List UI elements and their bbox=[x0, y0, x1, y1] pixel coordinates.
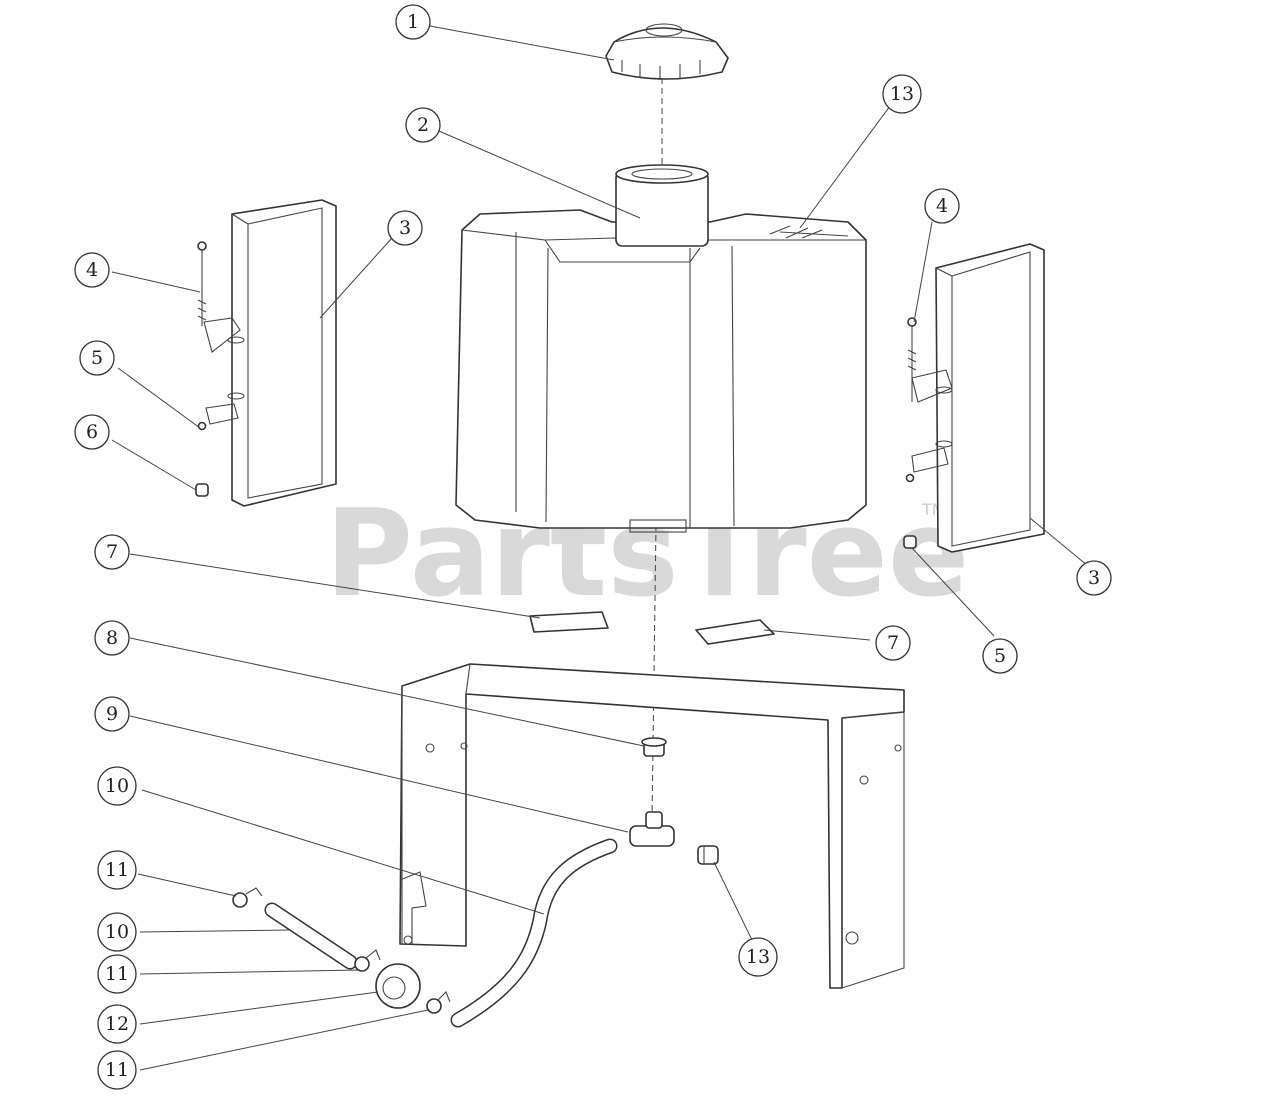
svg-text:11: 11 bbox=[105, 859, 129, 881]
tank-pad-left bbox=[529, 611, 609, 633]
callout-4-right: 4 bbox=[924, 188, 960, 224]
fuel-cap bbox=[605, 23, 729, 80]
tank-pad-right bbox=[695, 619, 775, 645]
callout-8: 8 bbox=[94, 620, 130, 656]
svg-text:6: 6 bbox=[86, 421, 98, 443]
svg-text:4: 4 bbox=[936, 195, 948, 217]
callout-10-lower: 10 bbox=[97, 912, 137, 952]
callout-11-a: 11 bbox=[97, 850, 137, 890]
svg-text:9: 9 bbox=[106, 703, 118, 725]
callout-5-left: 5 bbox=[79, 340, 115, 376]
lock-washer-left bbox=[197, 421, 207, 431]
callout-13-top: 13 bbox=[882, 74, 922, 114]
grommet bbox=[641, 737, 667, 757]
svg-text:13: 13 bbox=[890, 83, 914, 105]
leader-lines bbox=[111, 25, 1089, 1071]
nut-left bbox=[195, 483, 209, 497]
svg-text:10: 10 bbox=[105, 775, 129, 797]
fuel-line-short bbox=[264, 902, 358, 970]
callout-9: 9 bbox=[94, 696, 130, 732]
hose-clamp-3 bbox=[426, 991, 451, 1014]
fuel-filter bbox=[375, 963, 421, 1009]
svg-text:2: 2 bbox=[417, 114, 429, 136]
lock-washer-right bbox=[905, 473, 915, 483]
shut-off-valve bbox=[629, 811, 675, 847]
tank-shield-right bbox=[911, 243, 1045, 553]
callout-2: 2 bbox=[405, 107, 441, 143]
svg-text:11: 11 bbox=[105, 963, 129, 985]
fuel-line-main bbox=[450, 838, 618, 1028]
callout-13-bottom: 13 bbox=[738, 937, 778, 977]
svg-text:7: 7 bbox=[887, 632, 899, 654]
svg-text:7: 7 bbox=[106, 541, 118, 563]
svg-text:12: 12 bbox=[105, 1013, 129, 1035]
callout-7-right: 7 bbox=[875, 625, 911, 661]
hose-clamp-2 bbox=[354, 949, 381, 972]
nut-right bbox=[903, 535, 917, 549]
callout-11-c: 11 bbox=[97, 1050, 137, 1090]
screw-left bbox=[197, 241, 207, 326]
callout-3-right: 3 bbox=[1076, 560, 1112, 596]
svg-text:1: 1 bbox=[407, 11, 419, 33]
callout-10-upper: 10 bbox=[97, 766, 137, 806]
svg-text:3: 3 bbox=[1088, 567, 1100, 589]
callout-12: 12 bbox=[97, 1004, 137, 1044]
svg-text:5: 5 bbox=[994, 645, 1006, 667]
fuel-tank bbox=[455, 164, 867, 533]
callout-1: 1 bbox=[395, 4, 431, 40]
svg-text:13: 13 bbox=[746, 946, 770, 968]
plug bbox=[697, 845, 719, 865]
callout-3-left: 3 bbox=[387, 210, 423, 246]
callout-5-right: 5 bbox=[982, 638, 1018, 674]
tank-shield-left bbox=[203, 199, 337, 507]
callout-4-left: 4 bbox=[74, 252, 110, 288]
svg-text:8: 8 bbox=[106, 627, 118, 649]
svg-text:11: 11 bbox=[105, 1059, 129, 1081]
drain-axis-line bbox=[651, 524, 657, 821]
callout-7-left: 7 bbox=[94, 534, 130, 570]
svg-text:5: 5 bbox=[91, 347, 103, 369]
tank-bracket bbox=[399, 663, 905, 989]
svg-text:4: 4 bbox=[86, 259, 98, 281]
screw-right bbox=[907, 317, 917, 402]
hose-clamp-1 bbox=[232, 887, 263, 908]
callout-6: 6 bbox=[74, 414, 110, 450]
svg-text:3: 3 bbox=[399, 217, 411, 239]
callout-11-b: 11 bbox=[97, 954, 137, 994]
svg-text:10: 10 bbox=[105, 921, 129, 943]
